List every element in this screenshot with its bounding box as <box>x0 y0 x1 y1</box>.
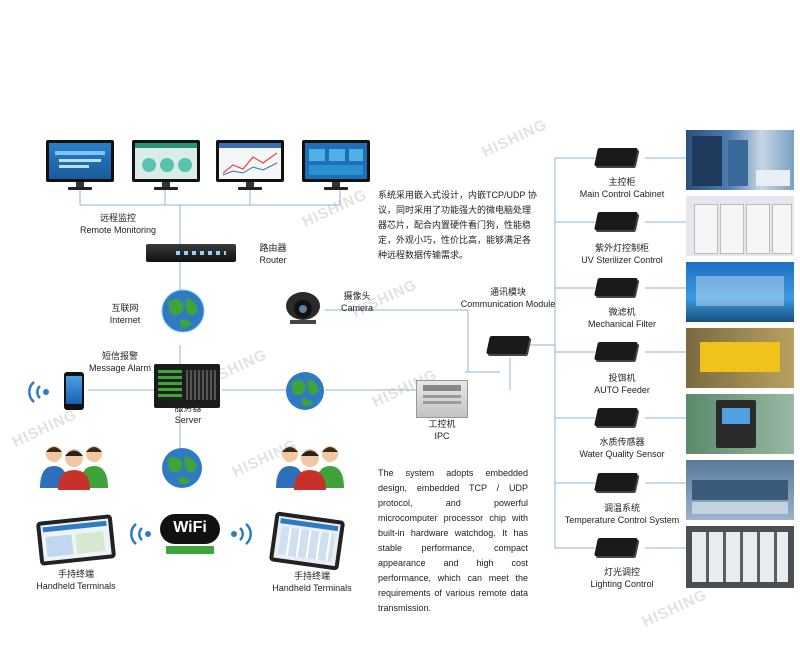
router-device <box>146 244 236 262</box>
internet-globe-icon <box>161 289 205 333</box>
ipc-device <box>416 380 468 418</box>
handheld-terminal-left <box>35 514 117 566</box>
controller-device <box>594 342 638 360</box>
photo-uv-sterilizer <box>686 196 794 256</box>
controller-label: 紫外灯控制柜 UV Sterilizer Control <box>581 243 663 265</box>
camera-label: 摄像头 Camera <box>340 291 373 313</box>
controller-label: 主控柜 Main Control Cabinet <box>579 177 665 199</box>
controller-label: 水质传感器 Water Quality Sensor <box>579 437 665 459</box>
server-label: 服务器 Server <box>174 403 202 425</box>
wifi-label: WiFi <box>173 519 207 536</box>
controller-device <box>594 473 638 491</box>
handheld-terminals-left-label: 手持终端 Handheld Terminals <box>36 569 116 591</box>
server-device <box>154 364 220 408</box>
photo-auto-feeder <box>686 328 794 388</box>
wireless-globe-icon <box>162 448 202 488</box>
controller-label: 调温系统 Temperature Control System <box>564 503 680 525</box>
photo-temperature-control <box>686 460 794 520</box>
controller-device <box>594 212 638 230</box>
message-alarm-label: 短信报警 Message Alarm <box>88 351 152 373</box>
handheld-terminals-right-label: 手持终端 Handheld Terminals <box>272 571 352 593</box>
remote-monitoring-label: 远程监控 Remote Monitoring <box>79 213 157 235</box>
monitor-1 <box>46 140 114 192</box>
monitor-4 <box>302 140 370 192</box>
signal-waves-icon <box>231 523 252 545</box>
photo-main-control-cabinet <box>686 130 794 190</box>
signal-waves-icon <box>130 523 151 545</box>
photo-mechanical-filter <box>686 262 794 322</box>
communication-module-label: 通讯模块 Communication Module <box>460 287 556 309</box>
controller-label: 微滤机 Mechanical Filter <box>587 307 657 329</box>
controller-label: 灯光调控 Lighting Control <box>590 567 654 589</box>
description-en: The system adopts embedded design, embed… <box>378 468 528 613</box>
controller-device <box>594 148 638 166</box>
network-globe-icon <box>286 372 324 410</box>
router-label: 路由器 Router <box>259 243 287 265</box>
ipc-label: 工控机 IPC <box>428 419 456 441</box>
communication-module-device <box>486 336 530 354</box>
handheld-terminal-right <box>268 511 346 571</box>
internet-label: 互联网 Internet <box>109 303 141 325</box>
description-cn: 系统采用嵌入式设计，内嵌TCP/UDP 协议，同时采用了功能强大的微电脑处理器芯… <box>378 190 537 260</box>
photo-water-quality-sensor <box>686 394 794 454</box>
users-group-icon <box>40 446 108 490</box>
controller-device <box>594 278 638 296</box>
phone-icon <box>64 372 84 410</box>
controller-label: 投饵机 AUTO Feeder <box>594 373 650 395</box>
wifi-router-device: WiFi <box>160 510 220 556</box>
photo-lighting-control <box>686 526 794 588</box>
users-group-icon <box>276 446 344 490</box>
signal-waves-icon <box>28 381 49 403</box>
controller-device <box>594 538 638 556</box>
camera-icon <box>286 292 320 324</box>
monitor-2 <box>132 140 200 192</box>
controller-device <box>594 408 638 426</box>
monitor-3 <box>216 140 284 192</box>
